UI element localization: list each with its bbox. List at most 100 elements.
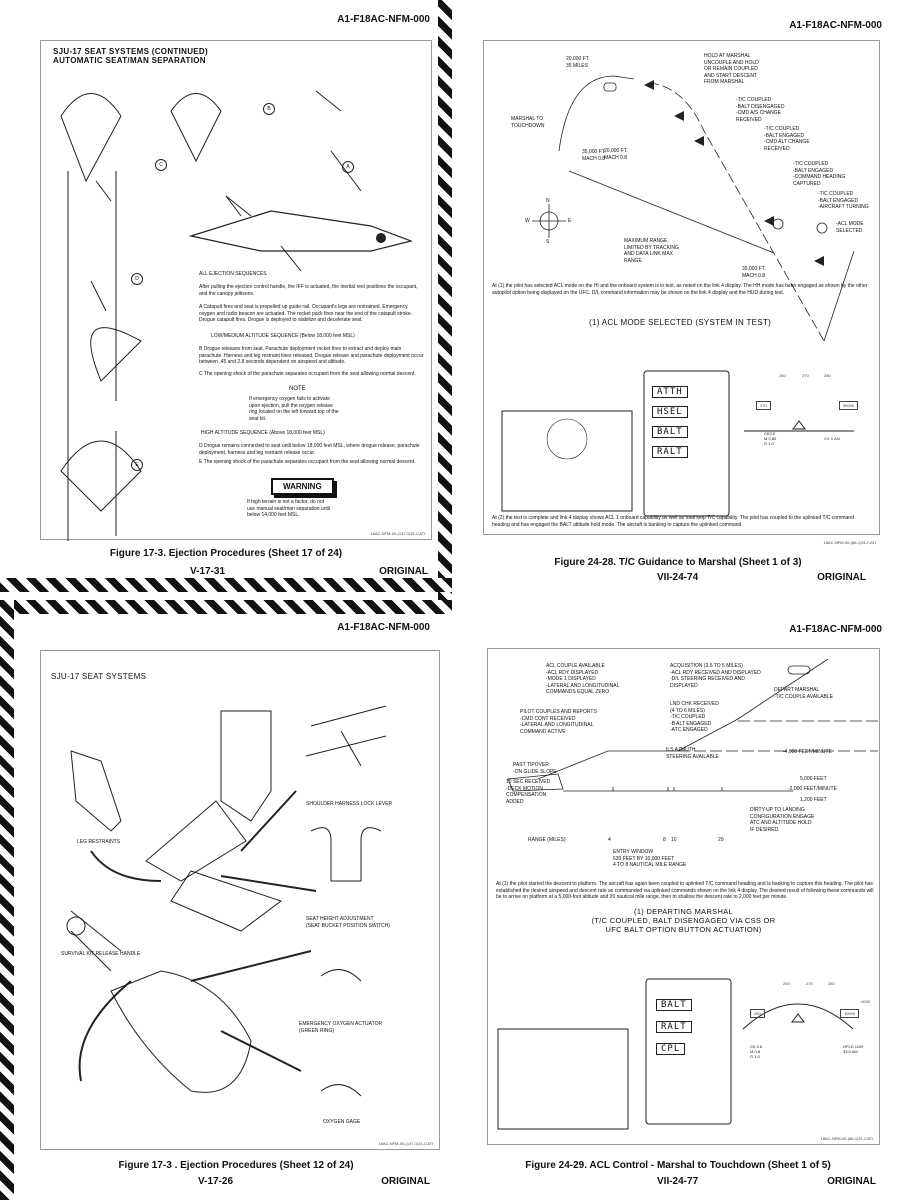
ufc-cpl-button[interactable]: CPL (656, 1043, 686, 1055)
callout-e: E (131, 459, 143, 471)
ufc-balt-button[interactable]: BALT (652, 426, 688, 438)
ufc-hsel-button[interactable]: HSEL (652, 406, 688, 418)
hud-pitch: XX.X AM (824, 436, 841, 441)
para-bullet: After pulling the ejection control handl… (199, 284, 418, 297)
label-step2: -T/C COUPLED -BALT ENGAGED -AIRCRAFT TUR… (818, 191, 869, 210)
high-alt-title: HIGH ALTITUDE SEQUENCE (Above 18,000 fee… (201, 430, 325, 436)
hazard-stripe-left (0, 600, 14, 1200)
subtitle: (1) DEPARTING MARSHAL (T/C COUPLED, BALT… (591, 907, 776, 934)
label-step4: -T/C COUPLED -BALT ENGAGED -CMD ALT CHAN… (764, 126, 810, 152)
hud-altitude: 19000 (840, 1009, 860, 1018)
para-a: A Catapult fires and seat is propelled u… (199, 304, 413, 323)
ufc-ralt-button[interactable]: RALT (656, 1021, 692, 1033)
range-tick-20: 20 (718, 837, 724, 843)
ufc-balt-button[interactable]: BALT (656, 999, 692, 1011)
para-e: E The opening shock of the parachute sep… (199, 459, 416, 465)
label-max-range: MAXIMUM RANGE, LIMITED BY TRACKING AND D… (624, 238, 679, 264)
doc-code: A1-F18AC-NFM-000 (337, 14, 430, 25)
hud-info: CK 2.6 M 0.8 G 1.0 (750, 1044, 763, 1059)
hud-heading-260: 260 (783, 981, 790, 986)
label-seat-height: SEAT HEIGHT ADJUSTMENT (SEAT BUCKET POSI… (306, 916, 390, 929)
cockpit-displays (501, 370, 854, 517)
sequence-title: ALL EJECTION SEQUENCES (199, 271, 267, 277)
label-20000-35mi: 20,000 FT. 35 MILES (566, 56, 590, 69)
page-status: ORIGINAL (817, 572, 866, 583)
figure-caption: Figure 17-3 . Ejection Procedures (Sheet… (118, 1160, 354, 1171)
doc-code: A1-F18AC-NFM-000 (789, 20, 882, 31)
figure-box: SJU-17 SEAT SYSTEMS SHOULDER HARNESS LOC… (40, 650, 440, 1150)
label-past-tipover: PAST TIPOVER -ON GLIDE SLOPE (513, 762, 557, 775)
figure-caption: Figure 17-3. Ejection Procedures (Sheet … (109, 548, 343, 559)
doc-code: A1-F18AC-NFM-000 (789, 624, 882, 635)
label-acquisition: ACQUISITION (3.5 TO 5 MILES) -ACL RDY RE… (670, 663, 761, 689)
page-number: V-17-31 (190, 566, 226, 577)
page-status: ORIGINAL (381, 1176, 430, 1187)
label-depart-marshal: DEPART MARSHAL -T/C COUPLE AVAILABLE (774, 687, 834, 700)
label-1200-feet: 1,200 FEET (800, 797, 827, 803)
ufc-ralt-button[interactable]: RALT (652, 446, 688, 458)
page-heading: SJU-17 SEAT SYSTEMS (51, 672, 147, 681)
figure-box: SJU-17 SEAT SYSTEMS (CONTINUED) AUTOMATI… (40, 40, 432, 541)
hud-info: CK2.0 M 0.80 G 1.0 (764, 431, 777, 446)
ufc-attb-button[interactable]: ATTH (652, 386, 688, 398)
label-10-sec: 10 SEC RECEIVED -DECK MOTION COMPENSATIO… (506, 779, 551, 805)
cockpit-displays (497, 978, 854, 1130)
label-35000-mach: 35,000 FT. MACH 0.8 (582, 149, 606, 162)
warning-box: WARNING (271, 478, 334, 495)
figure-id: 18AC-NFM-00-(147-1)31-CATI (378, 1141, 433, 1146)
low-alt-title: LOW/MEDIUM ALTITUDE SEQUENCE (Below 18,0… (211, 333, 355, 339)
hud-heading-260: 260 (779, 373, 786, 378)
compass-s: S (546, 239, 550, 245)
callout-d: D (131, 273, 143, 285)
para-c: C The opening shock of the parachute sep… (199, 371, 416, 377)
hud-heading-280: 280 (824, 373, 831, 378)
label-step3: -T/C COUPLED -BALT ENGAGED -COMMAND HEAD… (793, 161, 846, 187)
callout-b: B (263, 103, 275, 115)
note-text: If emergency oxygen fails to activate up… (249, 396, 339, 422)
paragraph: At (1) the pilot started the descent to … (496, 881, 874, 900)
para-d: D Drogue remains connected to seat until… (199, 443, 420, 456)
label-4000-fpm: -4,000 FEET/MINUTE (783, 749, 832, 755)
ejection-sequence-illustration (60, 90, 414, 541)
hud-vv: -4000 (860, 999, 871, 1004)
page-acl-control: A1-F18AC-NFM-000 ACL COUPLE AVAILABLE -A… (452, 600, 904, 1200)
page-number: V-17-26 (198, 1176, 234, 1187)
seat-illustration (66, 705, 387, 1097)
figure-caption: Figure 24-28. T/C Guidance to Marshal (S… (554, 557, 802, 568)
page-heading: SJU-17 SEAT SYSTEMS (CONTINUED) AUTOMATI… (53, 47, 208, 65)
hazard-stripe-bottom (0, 578, 452, 592)
label-hold-marshal: HOLD AT MARSHAL UNCOUPLE AND HOLD OR REM… (704, 53, 759, 85)
page-tc-guidance: A1-F18AC-NFM-000 20,000 FT. 35 MILES HOL… (452, 0, 904, 600)
warning-text: If high terrain is not a factor, do not … (247, 499, 331, 518)
label-survival-kit: SURVIVAL KIT RELEASE HANDLE (61, 951, 141, 957)
callout-c: C (155, 159, 167, 171)
callout-a: A (342, 161, 354, 173)
label-lnd-chk: LND CHK RECEIVED (4 TO 6 MILES) -T/C COU… (670, 701, 719, 733)
subtitle: (1) ACL MODE SELECTED (SYSTEM IN TEST) (589, 318, 772, 327)
page-status: ORIGINAL (827, 1176, 876, 1187)
page-number: VII-24-74 (657, 572, 699, 583)
hud-airspeed: 270 (756, 401, 771, 410)
label-step5: -T/C COUPLED -BALT DISENGAGED -CMD A/S C… (736, 97, 785, 123)
hud-heading-280: 280 (828, 981, 835, 986)
label-leg-restraints: LEG RESTRAINTS (77, 839, 121, 845)
note-title: NOTE (289, 386, 306, 392)
figure-caption: Figure 24-29. ACL Control - Marshal to T… (525, 1160, 831, 1171)
doc-code: A1-F18AC-NFM-000 (337, 622, 430, 633)
label-oxygen-gage: OXYGEN GAGE (323, 1119, 361, 1125)
page-ejection-sheet-17: A1-F18AC-NFM-000 SJU-17 SEAT SYSTEMS (CO… (0, 0, 452, 600)
label-acl-couple: ACL COUPLE AVAILABLE -ACL RDY DISPLAYED … (546, 663, 620, 695)
figure-id: 18AC-NFM-00-(86-1)31-CATI (823, 540, 876, 545)
page-status: ORIGINAL (379, 566, 428, 577)
label-dirty-up: DIRTY-UP TO LANDING CONFIGURATION ENGAGE… (750, 807, 815, 833)
page-number: VII-24-77 (657, 1176, 699, 1187)
figure-id: 18AC-NFM-00-(147-1)31-CATI (370, 531, 425, 536)
label-shoulder-harness: SHOULDER HARNESS LOCK LEVER (306, 801, 393, 807)
hazard-stripe-top (0, 600, 452, 614)
paragraph-2: At (2) the test is complete and link 4 d… (492, 515, 854, 528)
range-tick-4: 4 (608, 837, 611, 843)
range-tick-10: 10 (671, 837, 677, 843)
page-ejection-sheet-12: A1-F18AC-NFM-000 SJU-17 SEAT SYSTEMS SHO… (0, 600, 452, 1200)
label-5000-feet: 5,000 FEET (800, 776, 827, 782)
figure-box: 20,000 FT. 35 MILES HOLD AT MARSHAL UNCO… (483, 40, 880, 535)
